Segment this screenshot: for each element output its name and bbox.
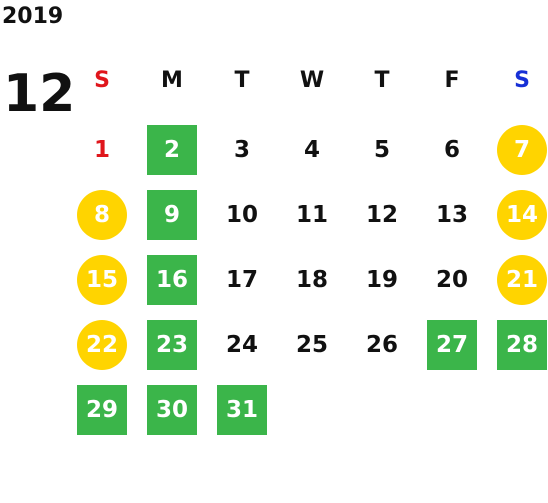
calendar-day-27[interactable]: 27	[427, 320, 477, 370]
calendar-day-11[interactable]: 11	[295, 202, 328, 228]
weekday-label-0: S	[94, 68, 110, 93]
calendar-day-9[interactable]: 9	[147, 190, 197, 240]
calendar-day-23[interactable]: 23	[147, 320, 197, 370]
calendar-day-13[interactable]: 13	[435, 202, 468, 228]
weekday-label-3: W	[299, 68, 325, 93]
calendar-day-7[interactable]: 7	[497, 125, 547, 175]
calendar-day-22[interactable]: 22	[77, 320, 127, 370]
calendar-day-18[interactable]: 18	[295, 267, 328, 293]
calendar-day-21[interactable]: 21	[497, 255, 547, 305]
calendar-day-19[interactable]: 19	[365, 267, 398, 293]
calendar-day-10[interactable]: 10	[225, 202, 258, 228]
calendar-day-25[interactable]: 25	[295, 332, 328, 358]
year-label: 2019	[2, 4, 64, 29]
calendar-day-28[interactable]: 28	[497, 320, 547, 370]
calendar-day-15[interactable]: 15	[77, 255, 127, 305]
calendar-day-31[interactable]: 31	[217, 385, 267, 435]
calendar-day-29[interactable]: 29	[77, 385, 127, 435]
month-number: 12	[3, 64, 76, 124]
calendar-day-14[interactable]: 14	[497, 190, 547, 240]
calendar-day-8[interactable]: 8	[77, 190, 127, 240]
calendar-day-3[interactable]: 3	[233, 137, 250, 163]
calendar-day-16[interactable]: 16	[147, 255, 197, 305]
calendar-day-17[interactable]: 17	[225, 267, 258, 293]
calendar-day-12[interactable]: 12	[365, 202, 398, 228]
calendar-day-1[interactable]: 1	[93, 137, 110, 163]
calendar-day-4[interactable]: 4	[303, 137, 320, 163]
calendar-day-24[interactable]: 24	[225, 332, 258, 358]
weekday-label-4: T	[374, 68, 390, 93]
calendar-day-20[interactable]: 20	[435, 267, 468, 293]
weekday-label-2: T	[234, 68, 250, 93]
calendar-day-2[interactable]: 2	[147, 125, 197, 175]
calendar-day-26[interactable]: 26	[365, 332, 398, 358]
calendar-day-5[interactable]: 5	[373, 137, 390, 163]
calendar-day-30[interactable]: 30	[147, 385, 197, 435]
weekday-label-1: M	[161, 68, 183, 93]
weekday-label-6: S	[514, 68, 530, 93]
calendar-day-6[interactable]: 6	[443, 137, 460, 163]
weekday-label-5: F	[444, 68, 460, 93]
